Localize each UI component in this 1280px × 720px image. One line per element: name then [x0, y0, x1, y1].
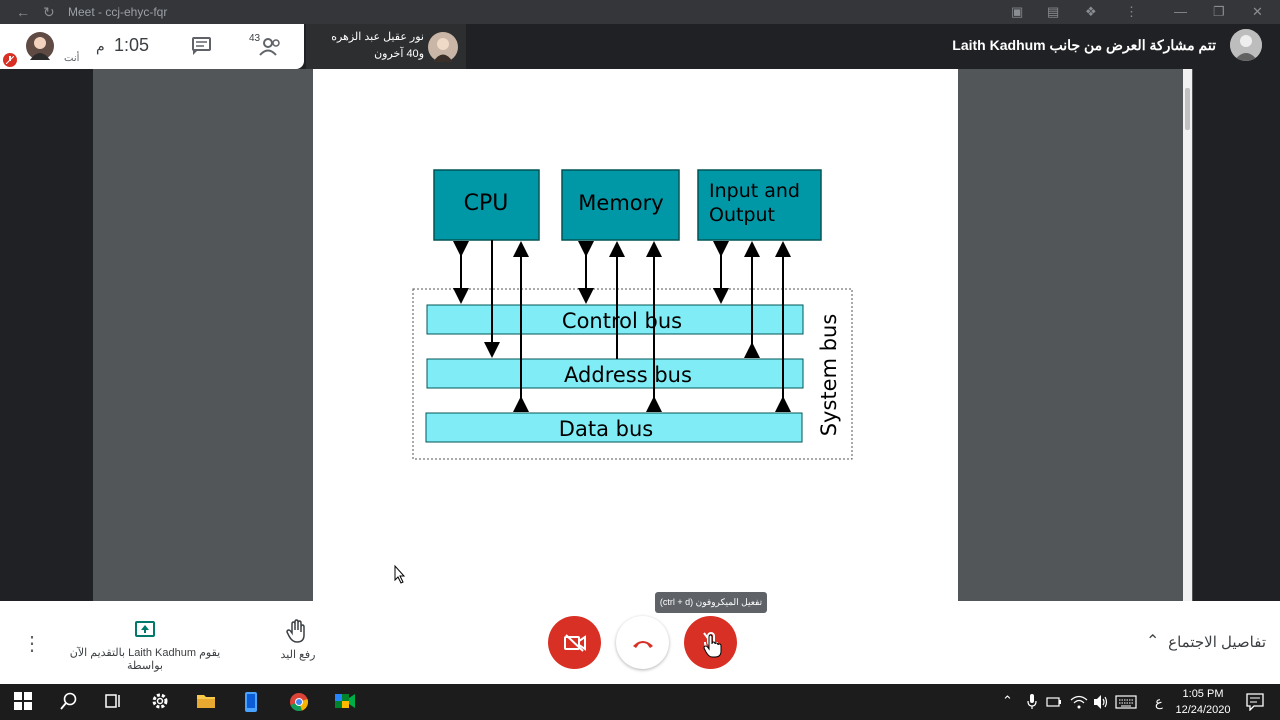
data-bus-bar [425, 412, 803, 443]
self-info-panel: أنت م 1:05 43 [0, 24, 304, 69]
tray-power-icon[interactable] [1046, 695, 1062, 709]
tray-chevron-icon[interactable]: ⌃ [1002, 693, 1013, 708]
raise-hand-label: رفع اليد [280, 649, 316, 661]
io-label-line2: Output [709, 204, 775, 226]
close-icon[interactable]: ✕ [1252, 4, 1263, 19]
clock-time[interactable]: 1:05 PM [1182, 688, 1224, 700]
mic-off-badge-icon [3, 53, 17, 67]
tray-keyboard-icon[interactable] [1115, 695, 1137, 709]
search-icon[interactable] [60, 692, 80, 712]
presenting-label: يقوم Laith Kadhum بالتقديم الآن بواسطة [60, 646, 230, 672]
hand-cursor-icon [703, 634, 723, 658]
restore-icon[interactable]: ❐ [1213, 4, 1225, 19]
minimize-icon[interactable]: — [1174, 4, 1187, 19]
reload-icon[interactable]: ↻ [43, 4, 55, 20]
back-arrow-icon[interactable]: ← [16, 4, 30, 20]
camera-icon[interactable]: ▣ [1011, 4, 1024, 19]
system-bus-label: System bus [817, 314, 841, 437]
slide-page: CPU Memory Input and Output Control bus … [313, 69, 958, 601]
translate-icon[interactable]: ▤ [1047, 4, 1060, 19]
participants-count: 43 [249, 33, 261, 44]
notifications-icon[interactable] [1246, 693, 1264, 712]
memory-box [561, 169, 680, 241]
meet-controls-bar: ⋮ يقوم Laith Kadhum بالتقديم الآن بواسطة… [0, 601, 1280, 684]
windows-taskbar: ⌃ ع 1:05 PM 12/24/2020 [0, 684, 1280, 720]
more-menu-icon[interactable]: ⋮ [1125, 4, 1138, 19]
mic-tooltip: تفعيل الميكروفون (ctrl + d) [655, 592, 767, 613]
presenter-name: نور عقيل عبد الزهره [331, 31, 424, 43]
settings-gear-icon[interactable] [151, 692, 171, 712]
taskbar-spacer [1268, 684, 1270, 686]
more-options-icon[interactable]: ⋮ [22, 633, 42, 655]
sharer-avatar [1230, 29, 1262, 61]
time-suffix: م [96, 38, 105, 54]
file-explorer-icon[interactable] [196, 692, 216, 712]
camera-off-icon [563, 633, 586, 652]
scrollbar-thumb[interactable] [1185, 88, 1190, 130]
chat-icon[interactable] [192, 37, 212, 55]
tray-wifi-icon[interactable] [1070, 694, 1088, 710]
memory-label: Memory [578, 191, 663, 215]
presenting-label-text: يقوم Laith Kadhum بالتقديم الآن بواسطة [69, 647, 221, 672]
cpu-label: CPU [464, 191, 509, 216]
windows-start-icon[interactable] [14, 692, 34, 712]
phone-app-icon[interactable] [244, 692, 264, 712]
meet-app-icon[interactable] [335, 692, 355, 712]
data-bus-label: Data bus [559, 417, 653, 441]
cpu-box [433, 169, 540, 241]
self-avatar[interactable] [26, 32, 54, 60]
io-box [697, 169, 822, 241]
io-label-line1: Input and [709, 180, 800, 202]
mouse-cursor-icon [394, 564, 406, 584]
camera-off-button[interactable] [548, 616, 601, 669]
raise-hand-icon[interactable] [285, 619, 309, 643]
sharing-banner: تتم مشاركة العرض من جانب Laith Kadhum [952, 37, 1216, 53]
chevron-up-icon[interactable]: ⌃ [1146, 633, 1160, 650]
browser-title-bar: ← ↻ Meet - ccj-ehyc-fqr ▣ ▤ ❖ ⋮ — ❐ ✕ [0, 0, 1280, 24]
presenter-others: و40 آخرون [374, 48, 424, 60]
meeting-details-button[interactable]: تفاصيل الاجتماع [1168, 634, 1266, 651]
leave-call-button[interactable] [616, 616, 669, 669]
meeting-time: 1:05 [114, 35, 150, 55]
shared-scrollbar[interactable] [1183, 69, 1192, 601]
hang-up-icon [632, 640, 653, 648]
present-now-icon[interactable] [135, 621, 155, 639]
control-bus-label: Control bus [562, 309, 682, 333]
avatar-person-icon [30, 37, 50, 60]
window-title: Meet - ccj-ehyc-fqr [68, 5, 168, 19]
tray-volume-icon[interactable] [1093, 694, 1109, 710]
people-icon[interactable] [259, 38, 283, 56]
extensions-icon[interactable]: ❖ [1085, 4, 1097, 19]
address-bus-bar [426, 358, 804, 389]
chrome-icon[interactable] [289, 692, 309, 712]
clock-date[interactable]: 12/24/2020 [1175, 704, 1231, 716]
system-bus-diagram: CPU Memory Input and Output Control bus … [394, 169, 853, 584]
presenter-tile[interactable]: نور عقيل عبد الزهره و40 آخرون [306, 24, 466, 69]
task-view-icon[interactable] [104, 692, 124, 712]
control-bus-bar [426, 304, 804, 335]
address-bus-label: Address bus [564, 363, 692, 387]
tray-mic-icon[interactable] [1027, 694, 1037, 710]
input-language[interactable]: ع [1155, 694, 1163, 709]
presenter-avatar [428, 32, 458, 62]
you-label: أنت [64, 53, 80, 64]
system-bus-group [412, 288, 853, 460]
